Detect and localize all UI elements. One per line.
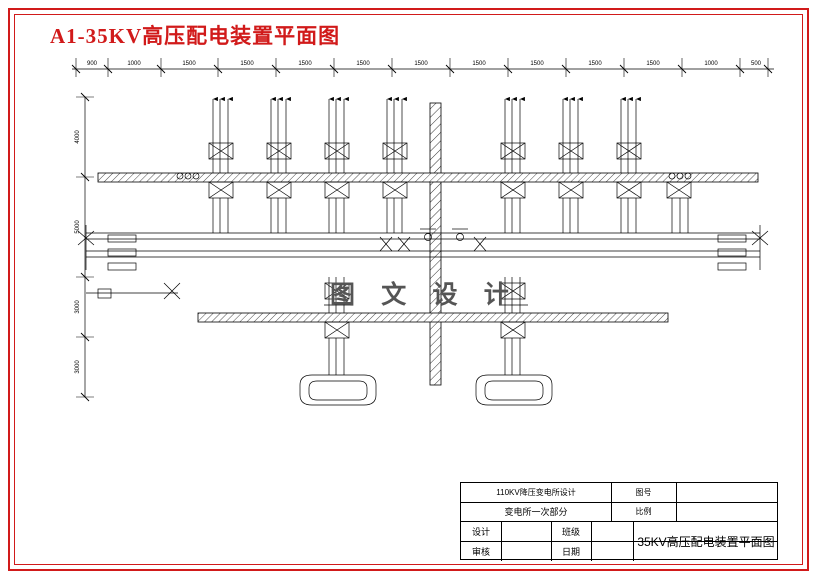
- value-scale: [676, 502, 779, 521]
- drawing-canvas: 900 1000 1500 1500 1500 1500 1500 1500 1…: [68, 55, 778, 445]
- dim-top-5: 1500: [356, 61, 370, 67]
- project-line2: 变电所一次部分: [504, 507, 568, 517]
- dim-left-2: 3000: [75, 300, 81, 314]
- page-title: A1-35KV高压配电装置平面图: [50, 24, 341, 48]
- border-outer: [8, 8, 809, 571]
- label-class: 班级: [561, 526, 580, 537]
- dim-left-3: 3000: [75, 360, 81, 374]
- plan-drawing-svg: 900 1000 1500 1500 1500 1500 1500 1500 1…: [71, 58, 774, 406]
- dim-top-10: 1500: [646, 61, 660, 67]
- dim-top-3: 1500: [240, 61, 254, 67]
- title-block: 图号 比例 110KV降压变电所设计 变电所一次部分 设计 审核 班级 日期 3…: [460, 482, 779, 561]
- label-drawing-no: 图号: [635, 488, 652, 497]
- dim-top-4: 1500: [298, 61, 312, 67]
- dim-top-7: 1500: [472, 61, 486, 67]
- dim-top-6: 1500: [414, 61, 428, 67]
- dim-top-11: 1000: [704, 61, 718, 67]
- dim-left-0: 4000: [75, 130, 81, 144]
- dim-top-2: 1500: [182, 61, 196, 67]
- dim-top-9: 1500: [588, 61, 602, 67]
- drawing-title: 35KV高压配电装置平面图: [637, 534, 775, 549]
- dim-top-12: 500: [751, 61, 762, 67]
- dim-left-1: 5000: [75, 220, 81, 234]
- watermark: 图 文 设 计: [330, 282, 519, 309]
- label-scale: 比例: [635, 507, 652, 516]
- dim-top-0: 900: [87, 61, 98, 67]
- label-design: 设计: [471, 526, 490, 537]
- label-review: 审核: [471, 546, 490, 557]
- label-date: 日期: [561, 546, 580, 557]
- dim-top-1: 1000: [127, 61, 141, 67]
- dim-top-8: 1500: [530, 61, 544, 67]
- value-drawing-no: [676, 483, 779, 502]
- border-inner: [14, 14, 803, 565]
- project-line1: 110KV降压变电所设计: [496, 488, 576, 497]
